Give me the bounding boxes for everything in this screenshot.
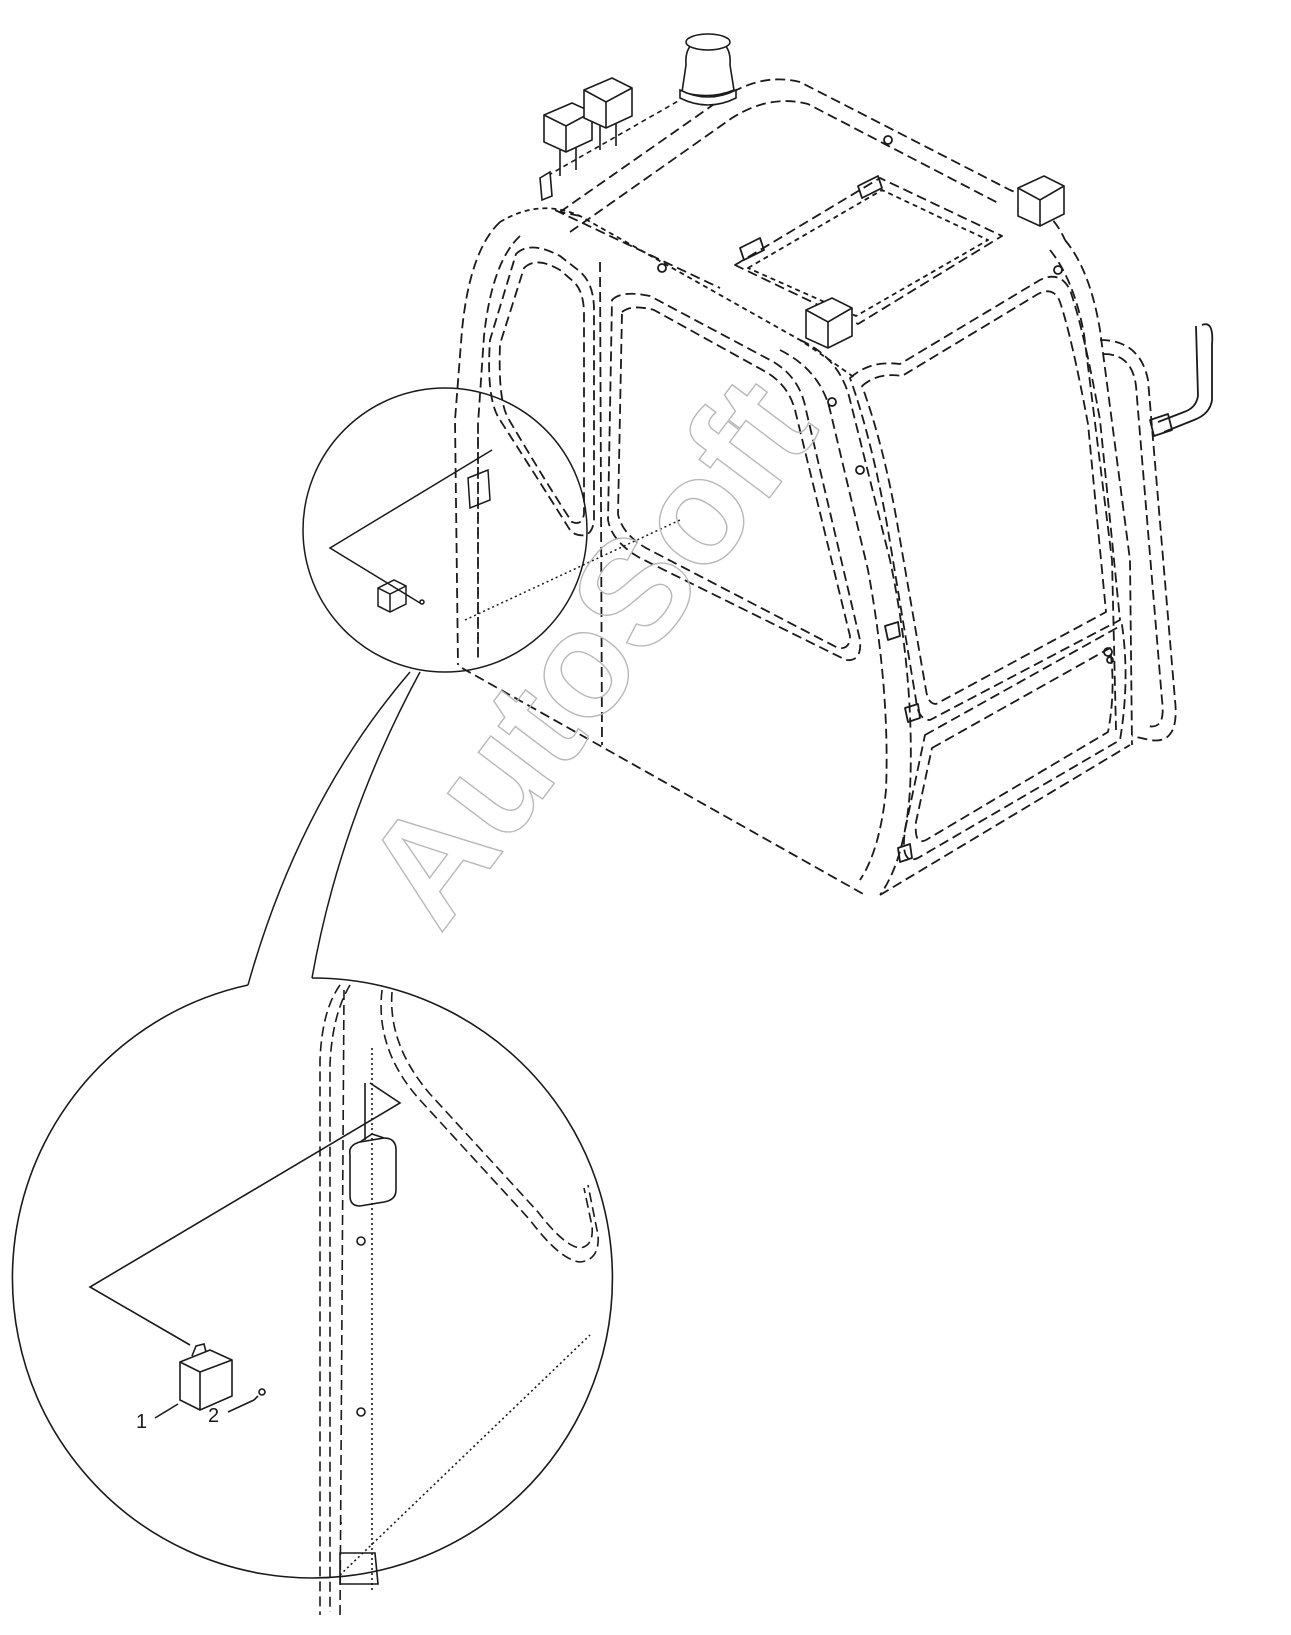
part-unit xyxy=(179,1343,233,1411)
small-unit xyxy=(377,579,407,613)
rear-pillar-inner xyxy=(1049,249,1117,731)
callout-label-2: 2 xyxy=(208,1405,219,1427)
detail-circle-large-outline xyxy=(11,977,614,1579)
light-bracket-base xyxy=(539,170,553,202)
handrail-inner xyxy=(1103,353,1164,728)
detail-circle-large xyxy=(11,977,614,1621)
callout-leader-2 xyxy=(227,1399,255,1413)
callout-label-1: 1 xyxy=(136,1411,147,1433)
latch xyxy=(897,843,913,863)
zoom-bolt xyxy=(356,1407,366,1417)
small-unit-top xyxy=(377,585,407,612)
zoom-pillar-foot xyxy=(339,1552,379,1585)
detail-connector xyxy=(247,671,421,986)
zoom-door-window-inner xyxy=(390,991,594,1249)
callout-leader-1 xyxy=(154,1403,179,1419)
detail-circle-small-outline xyxy=(302,387,588,673)
front-windshield-inner xyxy=(617,306,851,650)
rear-pillar xyxy=(1064,239,1133,746)
handrail xyxy=(1099,339,1177,742)
zoom-pillar-inner xyxy=(339,989,345,1621)
zoom-projection-line xyxy=(339,1334,591,1576)
connector-curve-left xyxy=(247,671,411,986)
latch xyxy=(904,703,921,723)
roof-hatch xyxy=(734,177,1003,325)
roof-hatch-inner xyxy=(747,189,989,317)
zoom-mounted-box-tab xyxy=(359,1133,385,1143)
beacon-light xyxy=(679,33,737,106)
small-screw xyxy=(419,599,425,605)
front-right-pillar xyxy=(799,339,912,896)
roof-hatch-hinge-right xyxy=(857,175,883,199)
cab-bolt xyxy=(657,263,667,273)
operator-cab xyxy=(454,78,1214,896)
front-center-divider xyxy=(599,261,603,746)
zoom-mounted-box xyxy=(348,1137,397,1207)
door-window-left-inner xyxy=(498,261,585,524)
cab-bolt xyxy=(1106,656,1114,664)
part-screw xyxy=(253,1388,266,1401)
side-window-right-inner xyxy=(861,290,1107,705)
cab-bolt xyxy=(1053,265,1063,275)
small-leader-line xyxy=(328,449,493,604)
zoom-bolt xyxy=(356,1236,366,1246)
side-lower-panel-inner xyxy=(914,647,1114,843)
zoom-pillar-outer xyxy=(319,984,341,1615)
cab-roof-outline xyxy=(559,78,1066,241)
cab-bolt xyxy=(827,397,837,407)
roof-front-right-edge xyxy=(559,211,581,217)
latch xyxy=(884,621,901,641)
cab-bottom-side-edge xyxy=(879,744,1131,896)
side-window-right xyxy=(849,275,1121,721)
door-window-left xyxy=(488,246,595,537)
mirror-clamp xyxy=(1149,413,1173,437)
zoom-pillar-mid xyxy=(329,984,351,1612)
zoom-leader-line xyxy=(88,1082,402,1346)
roof-hatch-hinge-left xyxy=(739,237,765,261)
mirror-stalk xyxy=(1163,323,1214,433)
connector-curve-right xyxy=(311,671,421,979)
roof-lights xyxy=(539,33,1065,349)
roof-front-edge xyxy=(499,207,856,379)
front-left-pillar-inner xyxy=(477,235,521,660)
cab-bottom-front-edge xyxy=(461,667,866,896)
cab-bolt xyxy=(1103,647,1113,657)
cab-bolt xyxy=(883,135,893,145)
front-right-pillar-inner xyxy=(779,349,888,881)
work-light-left-2 xyxy=(583,77,633,150)
work-light-front xyxy=(805,297,853,349)
work-light-left-1 xyxy=(543,102,593,176)
detail-circle-small xyxy=(302,387,681,673)
mirror-stalk-outer xyxy=(1157,325,1199,423)
work-light-rear xyxy=(1017,175,1065,227)
front-windshield xyxy=(607,292,862,662)
roof-diag-edge xyxy=(554,209,721,289)
small-box-on-pillar xyxy=(467,468,491,510)
cab-roof-inner-edge xyxy=(569,100,1001,233)
side-lower-panel xyxy=(903,624,1127,861)
watermark: AutoSoft xyxy=(331,348,846,955)
zoom-door-window xyxy=(380,989,599,1263)
cab-bolt xyxy=(855,465,865,475)
